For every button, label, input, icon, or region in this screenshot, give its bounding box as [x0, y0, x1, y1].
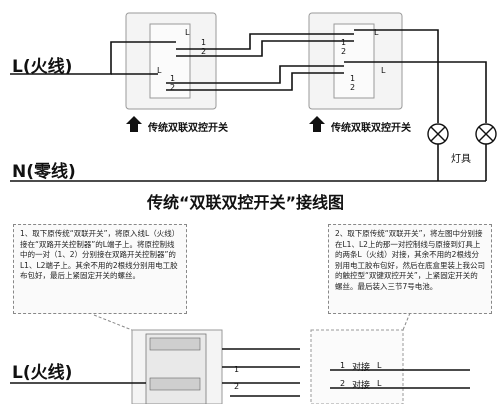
note-left: 1、取下原传统“双联开关”，将原入线L（火线）接在“双路开关控制器”的L端子上。… [13, 224, 187, 314]
terminal-label: 1 [350, 74, 356, 83]
up-arrow-icon [126, 116, 142, 132]
switch-caption-right: 传统双联双控开关 [331, 123, 411, 134]
terminal-label: L [157, 66, 162, 75]
neutral-label: N(零线) [12, 162, 76, 182]
row-end: L [377, 361, 382, 370]
lamp-label: 灯具 [451, 154, 471, 165]
terminal-label: L [374, 28, 379, 37]
wire-traveller-2 [176, 40, 354, 57]
switch-caption-left: 传统双联双控开关 [148, 123, 228, 134]
terminal-label: 1 [234, 365, 240, 374]
terminal-label: 2 [170, 83, 176, 92]
switch-inner-left [149, 23, 191, 99]
terminal-label: 2 [341, 47, 347, 56]
wire-lamp-1 [354, 29, 439, 123]
terminal-label: L [185, 28, 190, 37]
live-label-bottom: L(火线) [12, 363, 73, 383]
touch-switch-plate [310, 329, 404, 404]
row-connect: 对接 [352, 363, 371, 373]
lamp-icon [475, 123, 497, 145]
terminal-label: 2 [234, 382, 240, 391]
lamp-icon [427, 123, 449, 145]
live-label: L(火线) [12, 57, 73, 77]
terminal-label: L [381, 66, 386, 75]
terminal-label: 1 [201, 38, 207, 47]
switch-inner-right [333, 23, 375, 99]
row-num: 1 [340, 361, 346, 370]
wire-lamp-2 [344, 61, 487, 123]
wire-traveller-3 [166, 65, 344, 84]
up-arrow-icon [309, 116, 325, 132]
note-right: 2、取下原传统“双联开关”，将左图中分别接在L1、L2上的那一对控制线与原接到灯… [328, 224, 492, 314]
row-end: L [377, 379, 382, 388]
wire-traveller-1 [176, 33, 354, 50]
terminal-label: 2 [350, 83, 356, 92]
terminal-label: 2 [201, 47, 207, 56]
wire-live [10, 41, 176, 75]
row-connect: 对接 [352, 381, 371, 391]
diagram-title: 传统“双联双控开关”接线图 [147, 193, 345, 212]
wire-traveller-4 [166, 72, 344, 91]
terminal-label: 1 [341, 38, 347, 47]
terminal-label: 1 [170, 74, 176, 83]
row-num: 2 [340, 379, 346, 388]
